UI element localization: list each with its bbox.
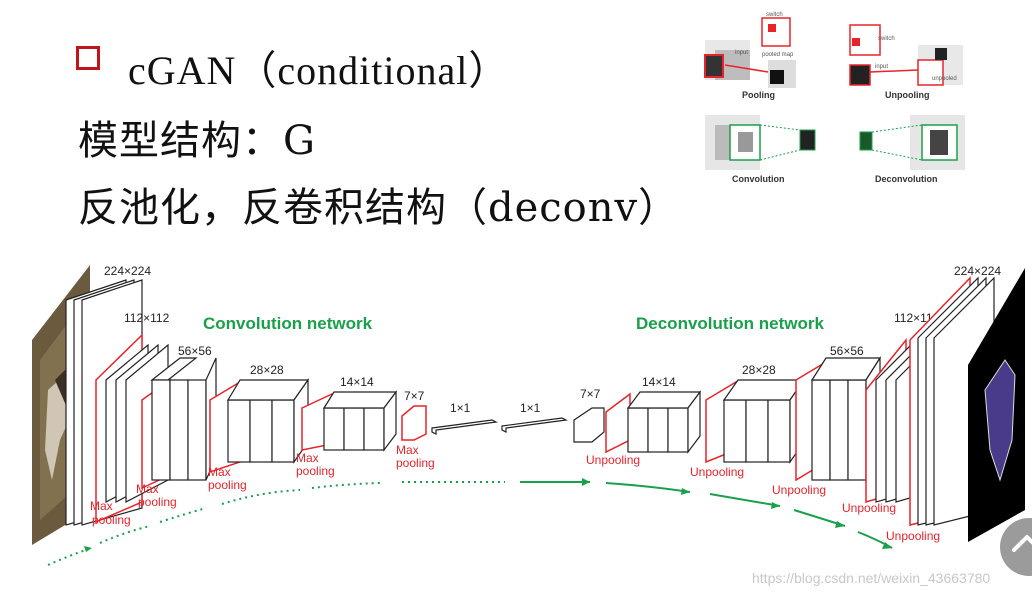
unpool-label-4: Unpooling [842,501,896,515]
unpool-label-2: Unpooling [690,465,744,479]
svg-text:pooling: pooling [396,456,435,470]
svg-text:Max: Max [396,443,419,457]
convolution-thumb: Convolution [705,115,816,184]
svg-text:pooling: pooling [296,464,335,478]
svg-text:Max: Max [136,482,159,496]
size-label-7-right: 7×7 [580,387,601,401]
size-label-56: 56×56 [178,344,212,358]
svg-text:pooling: pooling [208,478,247,492]
size-label-28: 28×28 [250,363,284,377]
pooling-thumb: input switch pooled map Pooling [704,12,796,100]
size-label-56-right: 56×56 [830,344,864,358]
pooling-caption: Pooling [742,90,775,100]
size-label-224-right: 224×224 [954,264,1001,278]
chevron-up-icon [1012,535,1032,552]
conv-network-title: Convolution network [203,314,373,333]
svg-text:Max: Max [208,465,231,479]
size-label-112: 112×112 [124,311,170,325]
unpool-label-5: Unpooling [886,529,940,543]
svg-text:pooling: pooling [138,495,177,509]
size-label-1-left: 1×1 [450,401,471,415]
size-label-224: 224×224 [104,264,151,278]
size-label-14: 14×14 [340,375,374,389]
svg-text:switch: switch [878,36,895,42]
svg-text:Max: Max [90,499,113,513]
svg-text:pooling: pooling [92,513,131,527]
deconv-network-title: Deconvolution network [636,314,825,333]
size-label-28-right: 28×28 [742,363,776,377]
watermark: https://blog.csdn.net/weixin_43663780 [752,570,991,586]
unpool-label-1: Unpooling [586,453,640,467]
deconvolution-caption: Deconvolution [875,174,938,184]
convolution-caption: Convolution [732,174,785,184]
slide-title-line-3: 反池化，反卷积结构（deconv） [78,185,680,231]
svg-text:switch: switch [766,12,783,18]
svg-text:Max: Max [296,451,319,465]
unpooling-thumb: input switch unpooled Unpooling [849,24,963,100]
inset-input-label: input [735,50,748,56]
svg-text:input: input [875,64,888,70]
checkbox-bullet [76,46,100,70]
svg-text:pooled map: pooled map [762,52,794,58]
unpooling-caption: Unpooling [885,90,930,100]
size-label-1-right: 1×1 [520,401,541,415]
deconvolution-thumb: Deconvolution [859,115,965,184]
network-diagram: 224×224 112×112 56×56 28×28 14×14 7×7 [32,264,1025,566]
slide-title-line-2: 模型结构：G [78,118,316,164]
size-label-7: 7×7 [404,389,425,403]
unpool-label-3: Unpooling [772,483,826,497]
inset-diagram: input switch pooled map Pooling input sw… [704,12,965,184]
output-image [968,268,1025,542]
slide-title-line-1: cGAN（conditional） [128,48,510,93]
size-label-14-right: 14×14 [642,375,676,389]
svg-text:unpooled: unpooled [932,76,957,82]
